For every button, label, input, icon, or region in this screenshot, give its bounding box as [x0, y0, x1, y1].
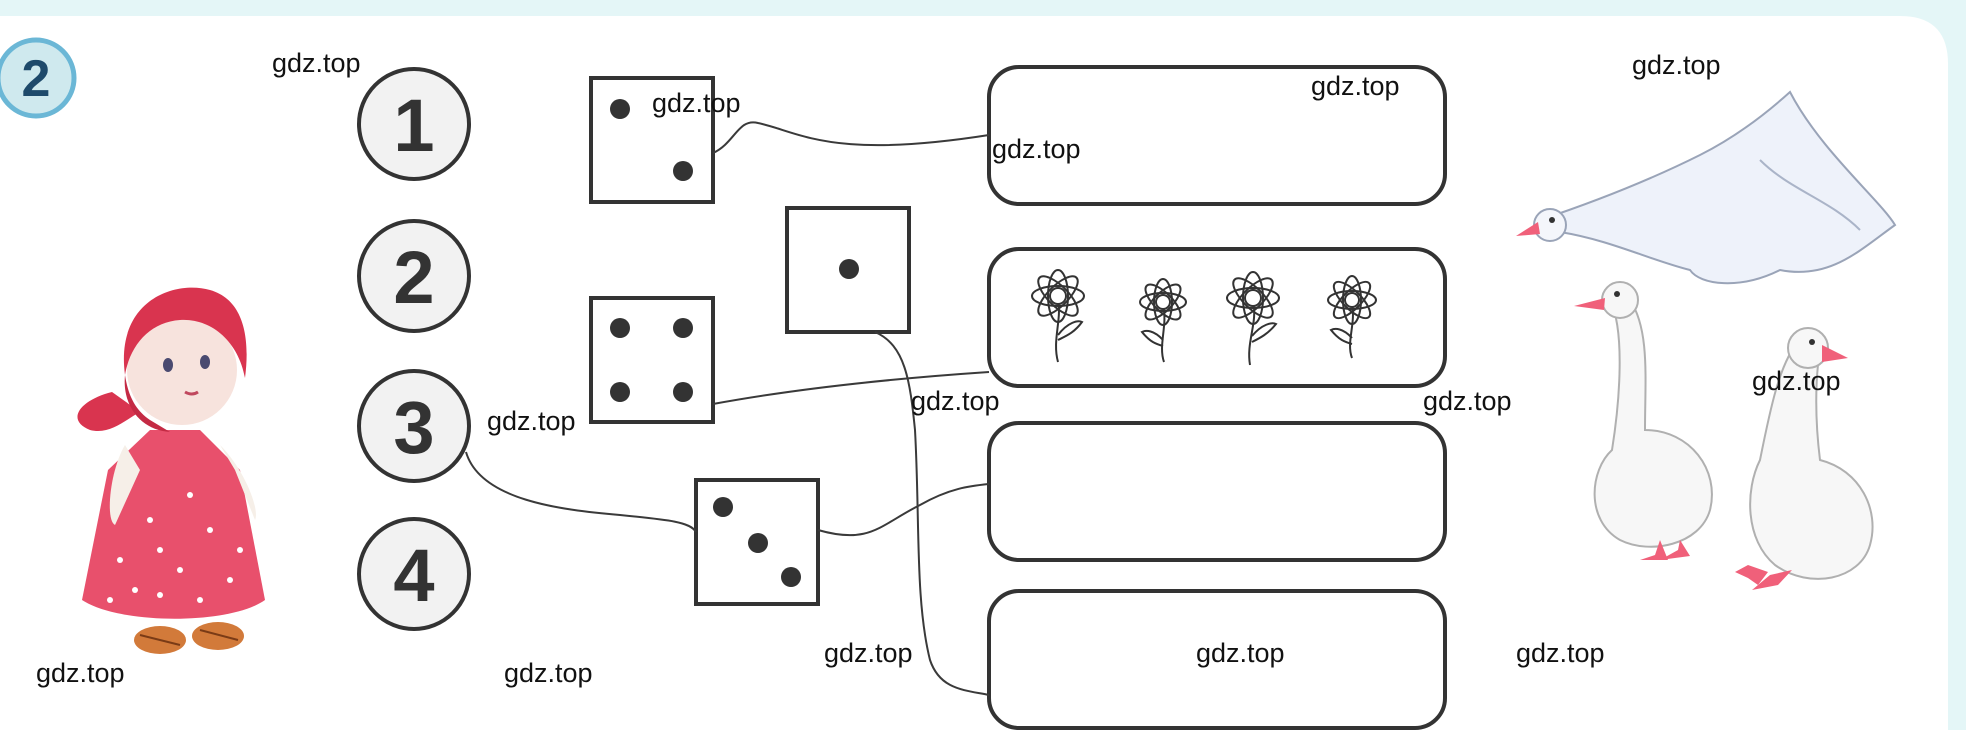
flower-icon	[1139, 278, 1187, 363]
watermark-text: gdz.top	[652, 88, 741, 118]
dice-pip	[673, 161, 693, 181]
goose-illustration	[1516, 90, 1897, 590]
answer-box-2[interactable]	[987, 247, 1447, 388]
number-circle-4[interactable]: 4	[357, 517, 471, 631]
dice-card-four[interactable]	[589, 296, 715, 424]
flower-icon	[1327, 275, 1377, 359]
connector-line	[874, 331, 990, 696]
number-circle-3[interactable]: 3	[357, 369, 471, 483]
watermark-text: gdz.top	[1752, 366, 1841, 396]
answer-box-4[interactable]	[987, 589, 1447, 730]
flower-icon	[1031, 269, 1085, 363]
dice-card-one[interactable]	[785, 206, 911, 334]
dice-pip	[748, 533, 768, 553]
number-circle-1-label: 1	[393, 84, 434, 167]
dice-pip	[673, 318, 693, 338]
dice-card-two[interactable]	[589, 76, 715, 204]
watermark-text: gdz.top	[487, 406, 576, 436]
task-number-badge: 2	[0, 37, 77, 119]
dice-pip	[610, 382, 630, 402]
girl-illustration	[77, 287, 265, 654]
number-circle-4-label: 4	[393, 534, 434, 617]
answer-box-3[interactable]	[987, 421, 1447, 562]
watermark-text: gdz.top	[272, 48, 361, 78]
number-circle-2[interactable]: 2	[357, 219, 471, 333]
watermark-text: gdz.top	[992, 134, 1081, 164]
number-circle-3-label: 3	[393, 386, 434, 469]
watermark-text: gdz.top	[1311, 71, 1400, 101]
number-circle-1[interactable]: 1	[357, 67, 471, 181]
task-number: 2	[22, 50, 51, 108]
dice-pip	[610, 318, 630, 338]
watermark-text: gdz.top	[36, 658, 125, 688]
dice-pip	[781, 567, 801, 587]
dice-pip	[673, 382, 693, 402]
number-circle-2-label: 2	[393, 236, 434, 319]
dice-pip	[839, 259, 859, 279]
watermark-text: gdz.top	[1632, 50, 1721, 80]
watermark-text: gdz.top	[1196, 638, 1285, 668]
watermark-text: gdz.top	[1423, 386, 1512, 416]
watermark-text: gdz.top	[1516, 638, 1605, 668]
dice-pip	[713, 497, 733, 517]
connector-line	[817, 483, 990, 537]
connector-line	[712, 371, 990, 405]
dice-pip	[610, 99, 630, 119]
connector-line	[712, 121, 990, 154]
dice-card-three[interactable]	[694, 478, 820, 606]
connector-line	[465, 451, 697, 533]
watermark-text: gdz.top	[911, 386, 1000, 416]
watermark-text: gdz.top	[824, 638, 913, 668]
watermark-text: gdz.top	[504, 658, 593, 688]
flower-icon	[1226, 271, 1280, 366]
